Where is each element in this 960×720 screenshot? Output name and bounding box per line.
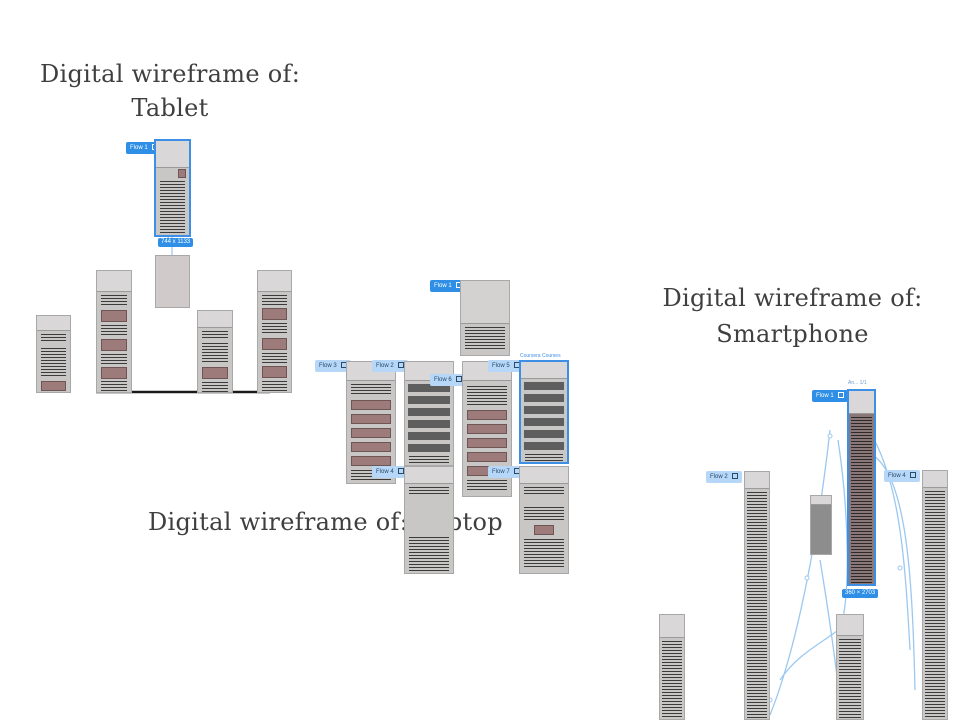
laptop-frame-6[interactable] (519, 466, 569, 574)
smartphone-flow4-tag[interactable]: Flow 4 (884, 470, 920, 482)
smartphone-frame-3[interactable] (836, 614, 864, 720)
laptop-frame-1[interactable] (346, 361, 396, 484)
laptop-frame-label: Coursera Courses (520, 353, 561, 359)
smartphone-frame-2[interactable] (744, 471, 770, 720)
smartphone-flow1-tag[interactable]: Flow 1 (812, 390, 848, 402)
smartphone-overlay-frame[interactable] (810, 495, 832, 555)
tablet-overlay-frame[interactable] (155, 255, 190, 308)
smartphone-flow2-tag[interactable]: Flow 2 (706, 471, 742, 483)
smartphone-title-line2: Smartphone (716, 320, 869, 348)
laptop-frame-4[interactable] (519, 360, 569, 464)
smartphone-frame-left[interactable] (659, 614, 685, 720)
laptop-frame-5[interactable] (404, 466, 454, 574)
tablet-dimension-badge: 744 x 1133 (158, 238, 194, 247)
laptop-flow6-tag[interactable]: Flow 6 (430, 374, 466, 386)
tablet-frame-4[interactable] (257, 270, 292, 393)
tablet-frame-2[interactable] (96, 270, 132, 393)
smartphone-frame-label: An... 1/1 (848, 380, 867, 386)
smartphone-main-frame[interactable] (847, 389, 876, 586)
smartphone-dimension-badge: 360 × 2703 (842, 589, 879, 598)
tablet-title-line1: Digital wireframe of: (40, 60, 301, 88)
laptop-home-frame[interactable] (460, 280, 510, 356)
laptop-flow4-tag[interactable]: Flow 4 (372, 466, 408, 478)
smartphone-title-line1: Digital wireframe of: (662, 284, 923, 312)
tablet-title-line2: Tablet (131, 94, 209, 122)
laptop-flow2-tag[interactable]: Flow 2 (372, 360, 408, 372)
tablet-home-frame[interactable] (154, 139, 191, 237)
tablet-frame-left[interactable] (36, 315, 71, 393)
smartphone-frame-4[interactable] (922, 470, 948, 720)
tablet-frame-3[interactable] (197, 310, 233, 393)
